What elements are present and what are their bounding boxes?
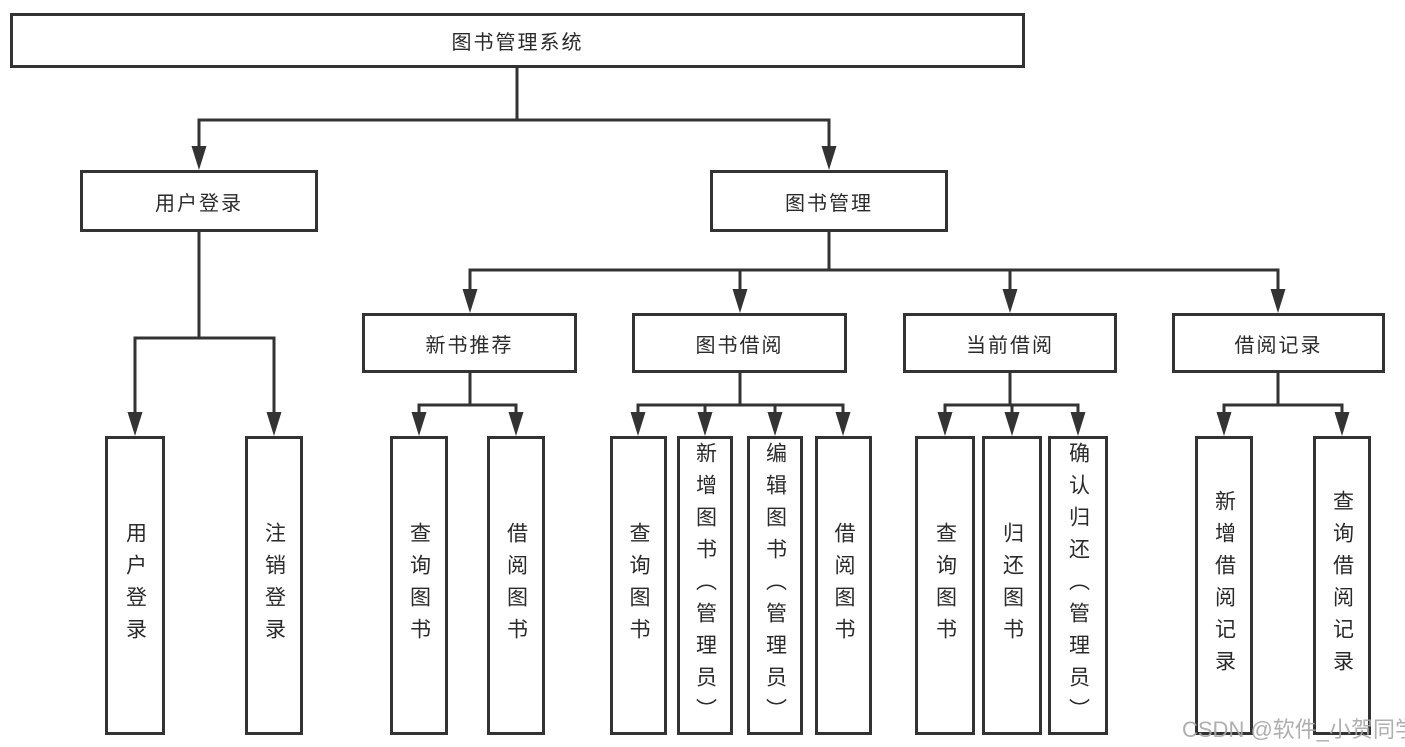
leaf-add-books-admin: 新增图书（管理员） xyxy=(677,436,733,735)
leaf-add-borrow-record-label: 新增借阅记录 xyxy=(1212,489,1236,682)
leaf-edit-books-admin: 编辑图书（管理员） xyxy=(747,436,803,735)
leaf-user-login: 用户登录 xyxy=(105,436,165,735)
leaf-add-borrow-record: 新增借阅记录 xyxy=(1195,436,1253,735)
node-current-borrowing-label: 当前借阅 xyxy=(966,334,1054,357)
node-borrowing-records-label: 借阅记录 xyxy=(1234,334,1323,357)
node-user-login: 用户登录 xyxy=(80,170,318,232)
leaf-query-borrow-record-label: 查询借阅记录 xyxy=(1330,489,1354,682)
leaf-query-books-recommend-label: 查询图书 xyxy=(407,521,431,650)
node-user-login-label: 用户登录 xyxy=(155,192,243,215)
leaf-query-books-borrow-label: 查询图书 xyxy=(627,521,650,650)
leaf-borrow-books-recommend: 借阅图书 xyxy=(487,436,545,735)
leaf-query-books-current-label: 查询图书 xyxy=(933,521,957,650)
leaf-query-books-current: 查询图书 xyxy=(915,436,975,735)
node-new-book-recommend: 新书推荐 xyxy=(362,313,577,373)
node-book-management-label: 图书管理 xyxy=(785,192,873,215)
leaf-logout-label: 注销登录 xyxy=(262,521,286,650)
node-book-borrowing: 图书借阅 xyxy=(632,313,847,373)
node-root-library-system: 图书管理系统 xyxy=(10,13,1025,68)
node-current-borrowing: 当前借阅 xyxy=(903,313,1117,373)
node-book-management: 图书管理 xyxy=(710,170,948,232)
node-book-borrowing-label: 图书借阅 xyxy=(695,334,784,357)
node-root-label: 图书管理系统 xyxy=(451,32,584,54)
leaf-confirm-return-admin-label: 确认归还（管理员） xyxy=(1066,441,1090,730)
leaf-borrow-books: 借阅图书 xyxy=(815,436,872,735)
leaf-logout: 注销登录 xyxy=(245,436,303,735)
leaf-borrow-books-label: 借阅图书 xyxy=(832,521,855,650)
leaf-user-login-label: 用户登录 xyxy=(123,521,147,650)
leaf-return-books-label: 归还图书 xyxy=(1000,521,1024,650)
leaf-query-books-recommend: 查询图书 xyxy=(390,436,448,735)
node-borrowing-records: 借阅记录 xyxy=(1172,313,1385,373)
leaf-confirm-return-admin: 确认归还（管理员） xyxy=(1048,436,1108,735)
leaf-return-books: 归还图书 xyxy=(982,436,1042,735)
leaf-query-borrow-record: 查询借阅记录 xyxy=(1313,436,1371,735)
leaf-edit-books-admin-label: 编辑图书（管理员） xyxy=(763,441,787,730)
leaf-add-books-admin-label: 新增图书（管理员） xyxy=(693,441,717,730)
leaf-borrow-books-recommend-label: 借阅图书 xyxy=(504,521,528,650)
leaf-query-books-borrow: 查询图书 xyxy=(610,436,667,735)
node-new-book-recommend-label: 新书推荐 xyxy=(425,334,514,357)
csdn-watermark: CSDN @软件_小贺同学 xyxy=(1182,717,1405,742)
